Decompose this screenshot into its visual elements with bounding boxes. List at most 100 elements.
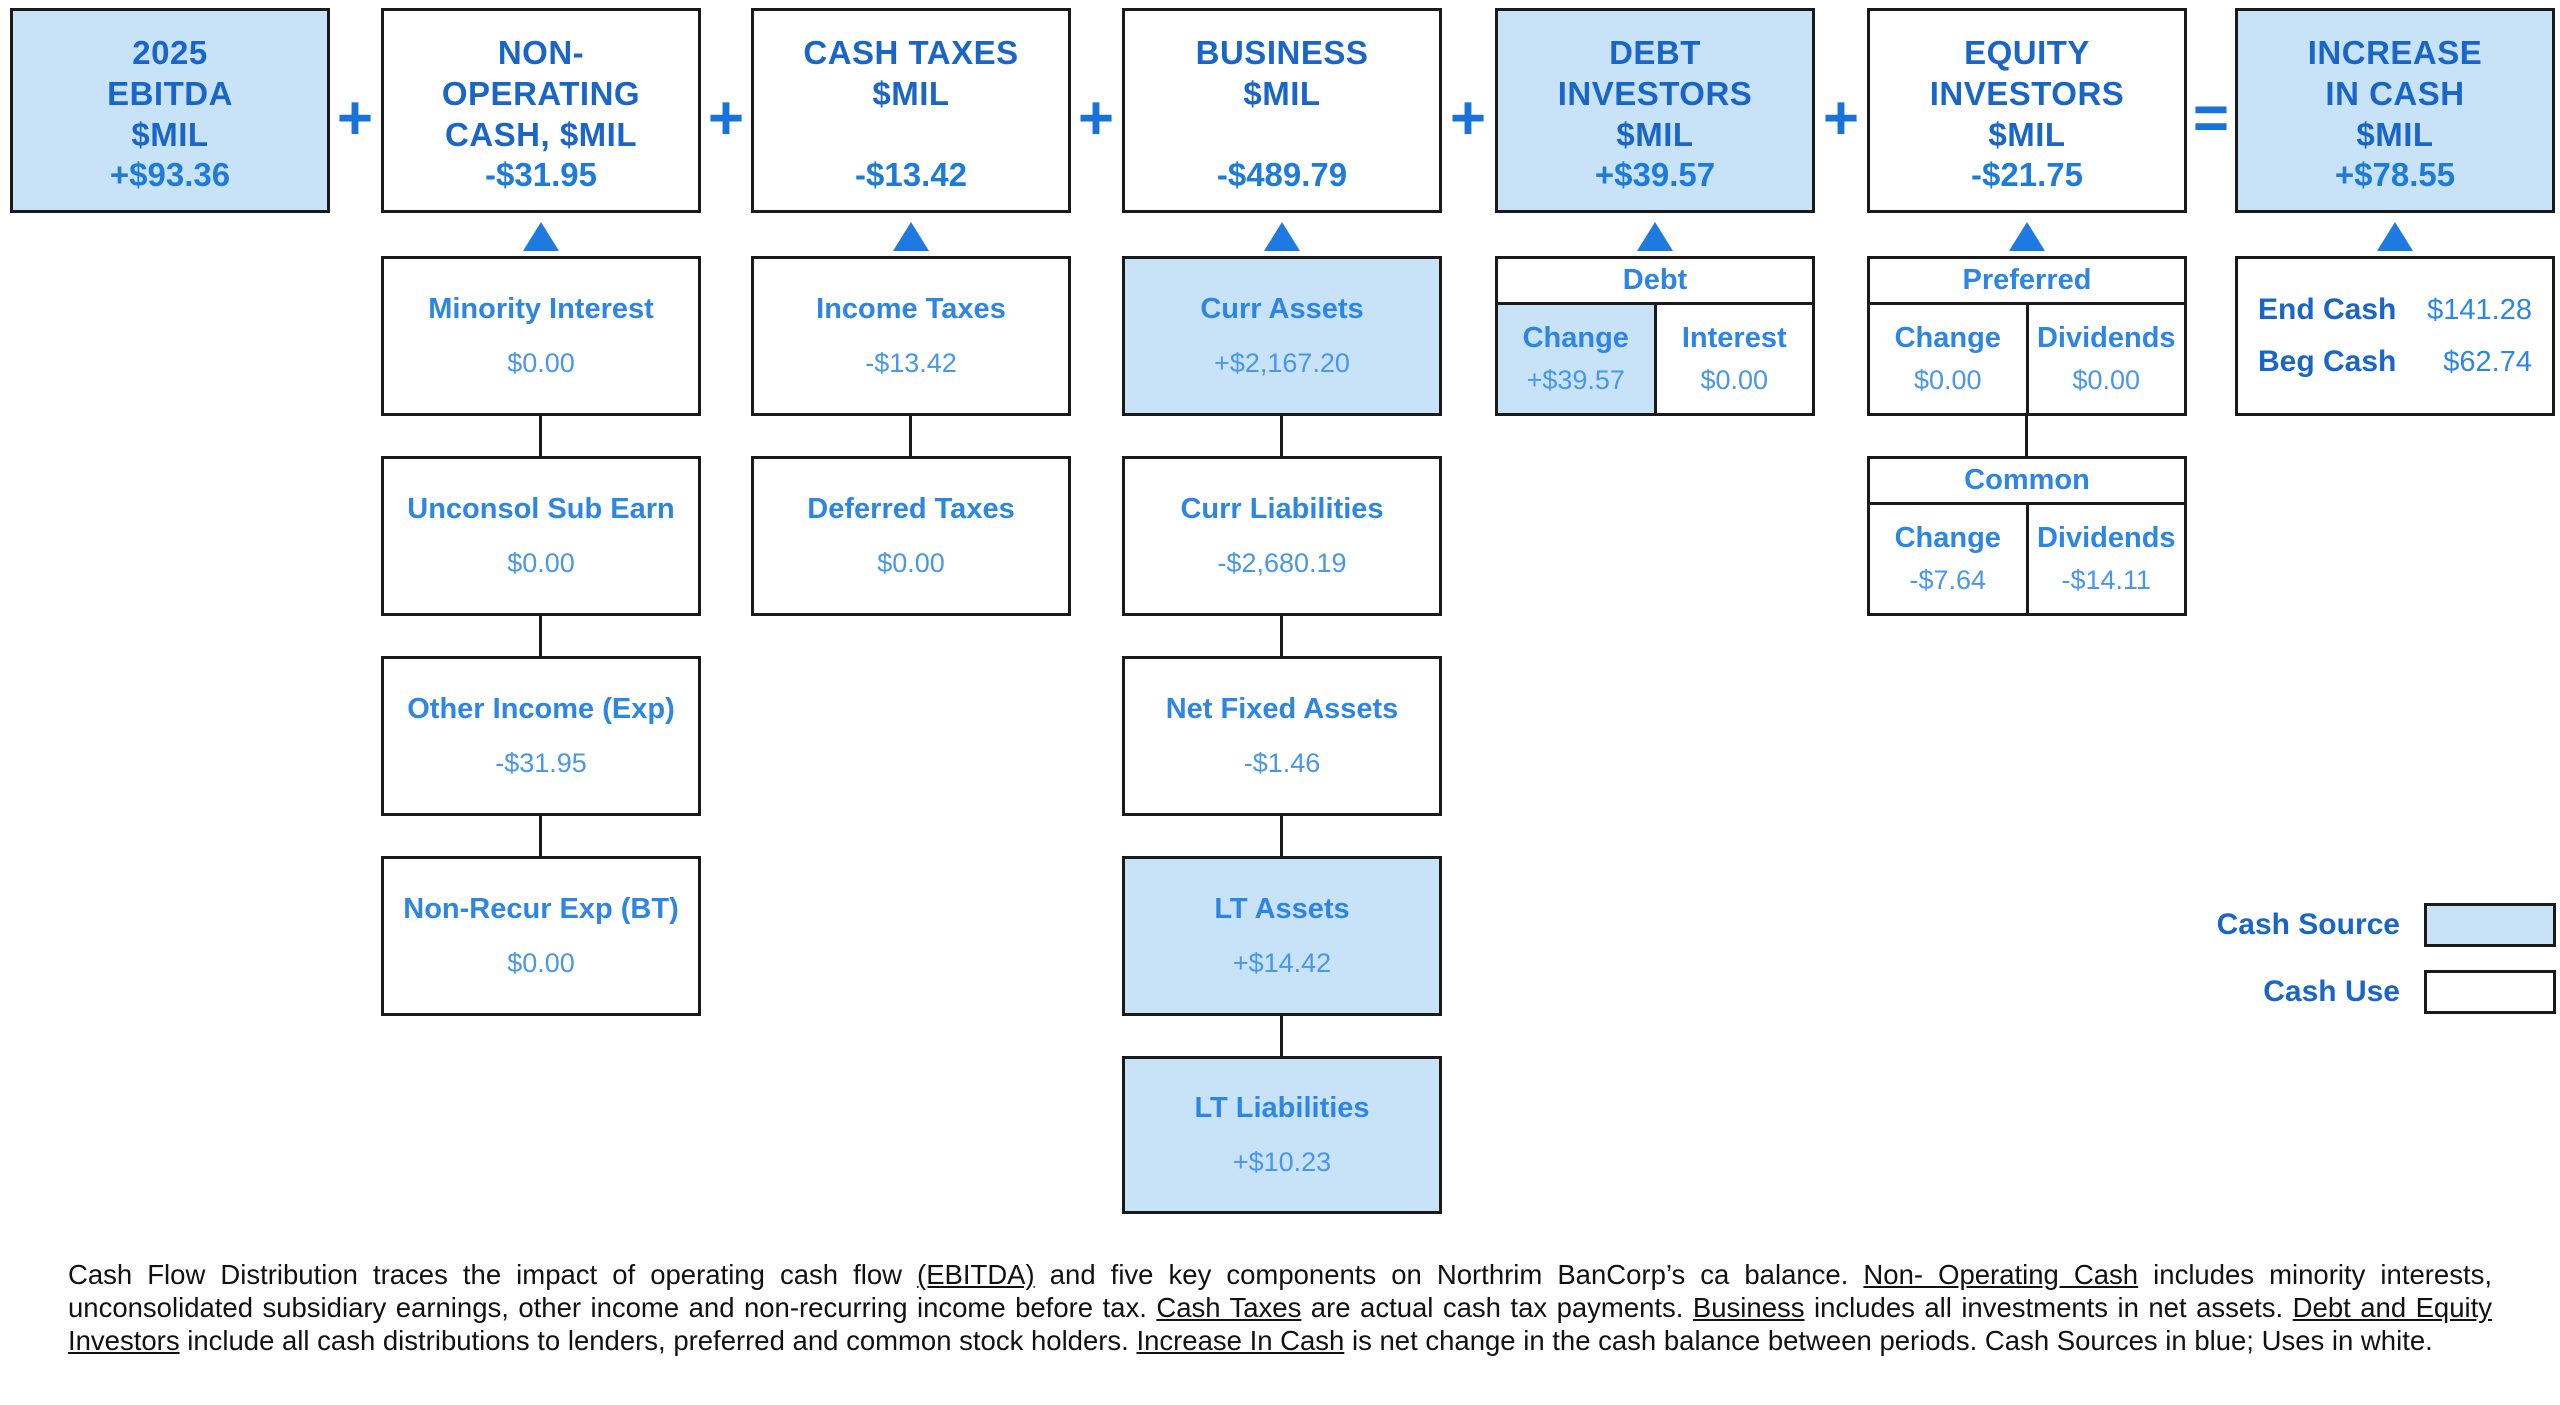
header-value-ebitda: +$93.36 — [109, 156, 231, 193]
cell-value: $0.00 — [1913, 365, 1982, 395]
box-title: Curr Liabilities — [1180, 493, 1384, 525]
header-box-cash-taxes: CASH TAXES $MIL -$13.42 — [751, 8, 1071, 213]
debt-table-header: Debt — [1498, 259, 1812, 305]
box-title: Unconsol Sub Earn — [407, 493, 675, 525]
box-value: $0.00 — [507, 348, 575, 378]
connector-line — [909, 414, 912, 456]
box-minority-interest: Minority Interest $0.00 — [381, 256, 701, 416]
footnote-text: Cash Flow Distribution traces the impact… — [68, 1259, 918, 1290]
footnote-text: includes minority interests, unconsolida… — [68, 1259, 2492, 1323]
common-table-header: Common — [1870, 459, 2184, 505]
legend-cash-use-label: Cash Use — [2263, 975, 2400, 1008]
footnote-underlined-term: Non- Operating Cash — [1863, 1259, 2139, 1290]
header-value-business: -$489.79 — [1216, 156, 1348, 193]
header-title-ebitda: 2025 EBITDA $MIL — [107, 34, 233, 153]
header-title-increase-in-cash: INCREASE IN CASH $MIL — [2307, 34, 2483, 153]
plus-operator-5: + — [1822, 84, 1860, 153]
box-value: -$2,680.19 — [1217, 548, 1347, 578]
box-title: Net Fixed Assets — [1165, 693, 1399, 725]
end-cash-row: End Cash $141.28 — [2258, 293, 2532, 327]
box-value: $0.00 — [877, 548, 945, 578]
header-box-ebitda: 2025 EBITDA $MIL +$93.36 — [10, 8, 330, 213]
connector-line — [539, 814, 542, 856]
box-title: Minority Interest — [428, 293, 654, 325]
connector-line — [539, 414, 542, 456]
footnote-paragraph: Cash Flow Distribution traces the impact… — [68, 1258, 2492, 1357]
header-title-cash-taxes: CASH TAXES $MIL — [803, 34, 1019, 112]
plus-operator-3: + — [1077, 84, 1115, 153]
box-title: LT Assets — [1214, 893, 1350, 925]
footnote-underlined-term: (EBITDA) — [917, 1259, 1035, 1290]
cell-value: $0.00 — [2072, 365, 2141, 395]
footnote-text: and five key components on Northrim BanC… — [1034, 1259, 1864, 1290]
preferred-table-header: Preferred — [1870, 259, 2184, 305]
header-title-business: BUSINESS $MIL — [1195, 34, 1369, 112]
header-box-non-operating-cash: NON- OPERATING CASH, $MIL -$31.95 — [381, 8, 701, 213]
cell-label: Change — [1894, 322, 2001, 354]
cell-label: Dividends — [2036, 522, 2176, 554]
box-curr-assets: Curr Assets +$2,167.20 — [1122, 256, 1442, 416]
box-lt-liabilities: LT Liabilities +$10.23 — [1122, 1056, 1442, 1214]
box-value: -$1.46 — [1243, 748, 1321, 778]
box-unconsol-sub-earn: Unconsol Sub Earn $0.00 — [381, 456, 701, 616]
box-value: +$14.42 — [1232, 948, 1332, 978]
connector-line — [1280, 414, 1283, 456]
header-value-non-operating-cash: -$31.95 — [485, 156, 597, 193]
up-triangle-icon — [893, 222, 929, 251]
preferred-table: Preferred Change $0.00 Dividends $0.00 — [1867, 256, 2187, 416]
header-value-debt-investors: +$39.57 — [1594, 156, 1716, 193]
preferred-dividends-cell: Dividends $0.00 — [2025, 305, 2185, 413]
box-non-recur-exp-bt: Non-Recur Exp (BT) $0.00 — [381, 856, 701, 1016]
debt-change-cell: Change +$39.57 — [1498, 305, 1654, 413]
cell-label: Change — [1894, 522, 2001, 554]
debt-table: Debt Change +$39.57 Interest $0.00 — [1495, 256, 1815, 416]
box-title: Curr Assets — [1200, 293, 1364, 325]
up-triangle-icon — [1637, 222, 1673, 251]
beg-cash-row: Beg Cash $62.74 — [2258, 345, 2532, 379]
preferred-change-cell: Change $0.00 — [1870, 305, 2026, 413]
header-value-cash-taxes: -$13.42 — [855, 156, 967, 193]
cell-value: -$7.64 — [1909, 565, 1987, 595]
box-title: Deferred Taxes — [807, 493, 1015, 525]
box-value: $0.00 — [507, 948, 575, 978]
box-title: LT Liabilities — [1194, 1092, 1370, 1124]
box-value: +$2,167.20 — [1214, 348, 1350, 378]
box-value: -$13.42 — [865, 348, 957, 378]
legend-cash-use-swatch — [2424, 970, 2556, 1014]
header-box-equity-investors: EQUITY INVESTORS $MIL -$21.75 — [1867, 8, 2187, 213]
box-deferred-taxes: Deferred Taxes $0.00 — [751, 456, 1071, 616]
cell-value: $0.00 — [1700, 365, 1769, 395]
connector-line — [539, 614, 542, 656]
box-net-fixed-assets: Net Fixed Assets -$1.46 — [1122, 656, 1442, 816]
cash-summary-box: End Cash $141.28 Beg Cash $62.74 — [2235, 256, 2555, 416]
footnote-text: are actual cash tax payments. — [1301, 1292, 1693, 1323]
box-curr-liabilities: Curr Liabilities -$2,680.19 — [1122, 456, 1442, 616]
plus-operator-2: + — [707, 84, 745, 153]
common-change-cell: Change -$7.64 — [1870, 505, 2026, 613]
footnote-text: includes all investments in net assets. — [1804, 1292, 2293, 1323]
connector-line — [1280, 614, 1283, 656]
header-value-increase-in-cash: +$78.55 — [2334, 156, 2456, 193]
connector-line — [1280, 1014, 1283, 1056]
up-triangle-icon — [1264, 222, 1300, 251]
box-title: Other Income (Exp) — [407, 693, 675, 725]
header-box-business: BUSINESS $MIL -$489.79 — [1122, 8, 1442, 213]
header-value-equity-investors: -$21.75 — [1971, 156, 2083, 193]
cell-label: Dividends — [2036, 322, 2176, 354]
connector-line — [2025, 414, 2028, 457]
legend-cash-source-label: Cash Source — [2216, 908, 2400, 941]
end-cash-value: $141.28 — [2427, 294, 2532, 326]
header-box-debt-investors: DEBT INVESTORS $MIL +$39.57 — [1495, 8, 1815, 213]
cell-label: Change — [1522, 322, 1629, 354]
beg-cash-value: $62.74 — [2443, 346, 2532, 378]
equals-operator: = — [2192, 84, 2230, 153]
box-value: $0.00 — [507, 548, 575, 578]
header-title-debt-investors: DEBT INVESTORS $MIL — [1557, 34, 1753, 153]
debt-interest-cell: Interest $0.00 — [1653, 305, 1813, 413]
box-title: Income Taxes — [816, 293, 1006, 325]
box-value: -$31.95 — [495, 748, 587, 778]
header-box-increase-in-cash: INCREASE IN CASH $MIL +$78.55 — [2235, 8, 2555, 213]
cell-value: +$39.57 — [1526, 365, 1625, 395]
cell-label: Interest — [1681, 322, 1787, 354]
